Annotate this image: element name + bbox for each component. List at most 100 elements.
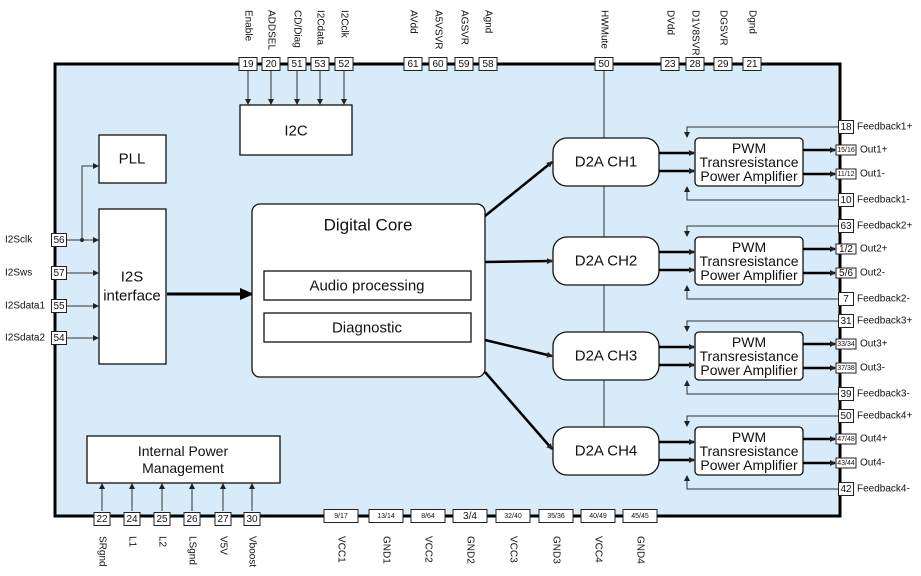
pin-number: 54 (53, 333, 65, 344)
pin-vcc2: 8/64 (410, 509, 446, 523)
pin-number: 60 (432, 59, 444, 70)
pwm-label: PWM (732, 334, 766, 350)
i2c-label: I2C (284, 123, 308, 140)
pin-name-label: Out1- (860, 169, 885, 180)
pin-name-label: LSgnd (187, 536, 198, 565)
pin-number: 27 (217, 514, 229, 525)
pin-i2sws: 57 (51, 266, 67, 280)
transresistance-label: Transresistance (699, 443, 798, 459)
pin-number: 1/2 (839, 244, 853, 255)
core-to-d2a-arrow (484, 338, 553, 358)
pin-name-label: DGSVR (718, 10, 729, 46)
pin-number: 22 (96, 514, 108, 525)
pin-name-label: Out3+ (860, 339, 888, 350)
feedback-minus-wire (684, 380, 838, 395)
pin-feedback1-: 18 (838, 120, 854, 134)
pin-feedback3-: 39 (838, 387, 854, 401)
pin-name-label: Out3- (860, 363, 885, 374)
pin-name-label: Feedback2- (857, 294, 910, 305)
d2a-ch4-block: D2A CH4 (552, 426, 660, 476)
pin-number: 63 (840, 221, 852, 232)
pin-number: 57 (53, 268, 65, 279)
pin-avdd: 61 (403, 57, 423, 71)
pin-name-label: A5VSVR (433, 10, 444, 49)
pin-i2sdata1: 55 (51, 299, 67, 313)
pin-name-label: AVdd (408, 10, 419, 34)
pin-number: 50 (598, 59, 610, 70)
pin-out1-: 15/16 (835, 144, 857, 156)
pin-agnd: 58 (478, 57, 498, 71)
pin-name-label: Feedback1+ (857, 122, 912, 133)
pin-out3-: 33/34 (835, 338, 857, 350)
pin-number: 15/16 (837, 147, 855, 154)
pin-name-label: VCC1 (336, 536, 347, 563)
pin-out4-: 47/48 (835, 433, 857, 445)
feedback-minus-wire (684, 285, 838, 300)
pin-out2-: 5/6 (835, 267, 857, 279)
pin-i2sclk: 56 (51, 233, 67, 247)
pin-enable: 19 (238, 57, 258, 71)
internal-power-management-block: Internal Power Management (86, 435, 281, 484)
pin-name-label: I2Sdata2 (5, 333, 45, 344)
pin-dgnd: 21 (742, 57, 762, 71)
pin-gnd2: 3/4 (452, 509, 488, 523)
pin-number: 61 (407, 59, 419, 70)
pin-name-label: V5V (218, 536, 229, 555)
pin-name-label: Out2- (860, 268, 885, 279)
pin-number: 29 (717, 59, 729, 70)
pin-feedback4-: 42 (838, 482, 854, 496)
pin-number: 19 (242, 59, 254, 70)
digital-core-title: Digital Core (324, 216, 413, 235)
core-to-d2a-arrow (484, 161, 553, 217)
pin-number: 33/34 (837, 341, 855, 348)
pin-i2cdata: 53 (310, 57, 330, 71)
pin-out1-: 11/12 (835, 168, 857, 180)
pin-number: 59 (458, 59, 470, 70)
feedback-plus-wire (684, 225, 838, 237)
pin-out2-: 1/2 (835, 243, 857, 255)
pin-number: 25 (156, 514, 168, 525)
pin-v5v: 27 (214, 512, 232, 526)
pll-label: PLL (119, 151, 146, 168)
transresistance-label: Transresistance (699, 253, 798, 269)
pin-number: 7 (843, 294, 849, 305)
pin-out3-: 37/38 (835, 362, 857, 374)
transresistance-label: Transresistance (699, 348, 798, 364)
pin-gnd1: 13/14 (368, 509, 404, 523)
pin-number: 23 (664, 59, 676, 70)
pin-number: 8/64 (421, 513, 435, 520)
pin-name-label: GND4 (635, 536, 646, 564)
power-amplifier-label: Power Amplifier (700, 168, 798, 184)
pin-number: 55 (53, 301, 65, 312)
feedback-minus-wire (684, 186, 838, 201)
pin-i2cclk: 52 (334, 57, 354, 71)
pin-number: 30 (246, 514, 258, 525)
pin-name-label: Feedback3+ (857, 316, 912, 327)
pin-number: 31 (840, 316, 852, 327)
pin-number: 3/4 (463, 511, 477, 522)
pin-number: 43/44 (837, 460, 855, 467)
pin-hwmute: 50 (594, 57, 614, 71)
pin-name-label: DVdd (665, 10, 676, 35)
pin-number: 35/36 (547, 513, 565, 520)
pin-name-label: Agnd (483, 10, 494, 33)
pin-number: 37/38 (837, 365, 855, 372)
pin-name-label: I2Sdata1 (5, 301, 45, 312)
pin-vcc3: 32/40 (495, 509, 531, 523)
transresistance-label: Transresistance (699, 154, 798, 170)
pin-number: 53 (314, 59, 326, 70)
i2s-interface-block: I2S interface (98, 208, 167, 365)
d2a-ch2-block: D2A CH2 (552, 236, 660, 286)
pin-gnd3: 35/36 (538, 509, 574, 523)
pin-feedback4-: 50 (838, 409, 854, 423)
pin-number: 21 (746, 59, 758, 70)
pin-name-label: Dgnd (747, 10, 758, 34)
pin-name-label: I2Cclk (339, 10, 350, 39)
pin-name-label: AGSVR (459, 10, 470, 45)
pin-name-label: Out1+ (860, 145, 888, 156)
audio-processing-label: Audio processing (309, 278, 424, 295)
pin-number: 11/12 (838, 171, 855, 178)
